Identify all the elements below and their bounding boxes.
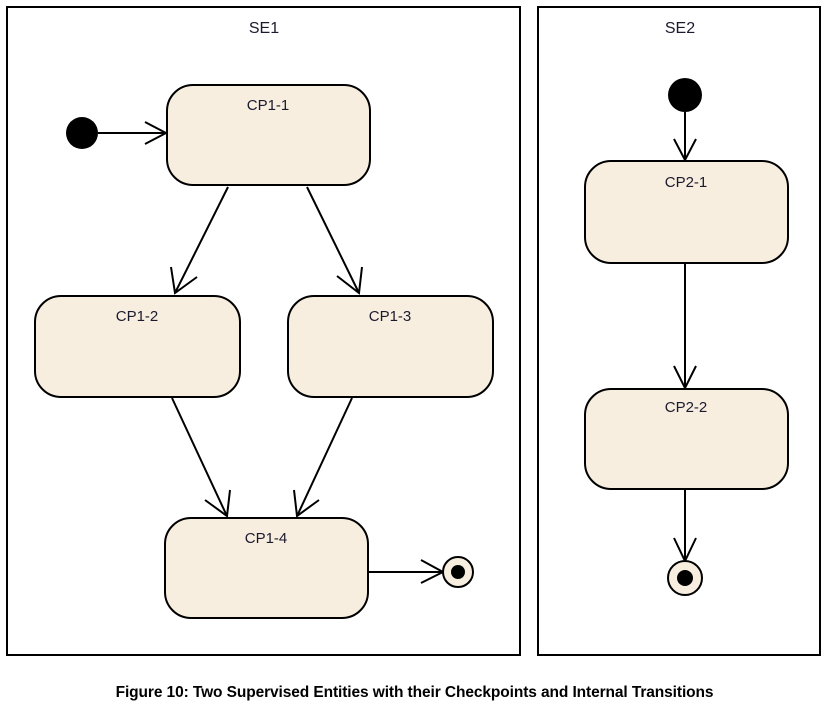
- state-cp1-1-label: CP1-1: [247, 97, 290, 114]
- arrowhead-icon: [293, 489, 320, 518]
- state-cp2-1-box[interactable]: [584, 160, 789, 264]
- state-cp2-1-label: CP2-1: [665, 174, 708, 191]
- container-se2-label: SE2: [665, 20, 695, 37]
- arrowhead-icon: [170, 266, 198, 295]
- arrowhead-icon: [204, 489, 231, 518]
- final-state-inner-dot: [451, 565, 465, 579]
- state-cp1-2[interactable]: CP1-2: [34, 295, 241, 398]
- figure-caption: Figure 10: Two Supervised Entities with …: [115, 684, 714, 701]
- transition-line: [171, 397, 227, 515]
- arrowhead-icon: [336, 266, 363, 295]
- state-cp1-3-box[interactable]: [287, 295, 494, 398]
- state-cp1-1[interactable]: CP1-1: [166, 84, 371, 186]
- state-cp1-1-box[interactable]: [166, 84, 371, 186]
- state-cp2-2-label: CP2-2: [665, 399, 708, 416]
- state-cp2-2[interactable]: CP2-2: [584, 388, 789, 490]
- final-state-node-icon-se1[interactable]: [442, 556, 474, 588]
- container-se1-label: SE1: [249, 20, 279, 37]
- final-state-inner-dot: [677, 570, 693, 586]
- state-cp2-2-box[interactable]: [584, 388, 789, 490]
- state-cp1-4-label: CP1-4: [245, 530, 288, 547]
- transition-cp1-3-to-cp1-4: [293, 397, 353, 518]
- initial-state-node-icon-se2[interactable]: [668, 78, 702, 112]
- transition-cp1-2-to-cp1-4: [171, 397, 231, 518]
- state-cp1-2-label: CP1-2: [116, 308, 159, 325]
- state-cp1-4[interactable]: CP1-4: [164, 517, 369, 619]
- transition-cp1-1-to-cp1-2: [170, 186, 229, 295]
- initial-state-node-icon-se1[interactable]: [66, 117, 98, 149]
- final-state-node-icon-se2[interactable]: [667, 560, 703, 596]
- state-cp1-3-label: CP1-3: [369, 308, 412, 325]
- transition-line: [306, 186, 359, 292]
- state-cp2-1[interactable]: CP2-1: [584, 160, 789, 264]
- state-cp1-4-box[interactable]: [164, 517, 369, 619]
- transition-cp1-1-to-cp1-3: [306, 186, 363, 295]
- state-cp1-3[interactable]: CP1-3: [287, 295, 494, 398]
- transition-line: [297, 397, 353, 515]
- state-cp1-2-box[interactable]: [34, 295, 241, 398]
- transition-line: [175, 186, 229, 292]
